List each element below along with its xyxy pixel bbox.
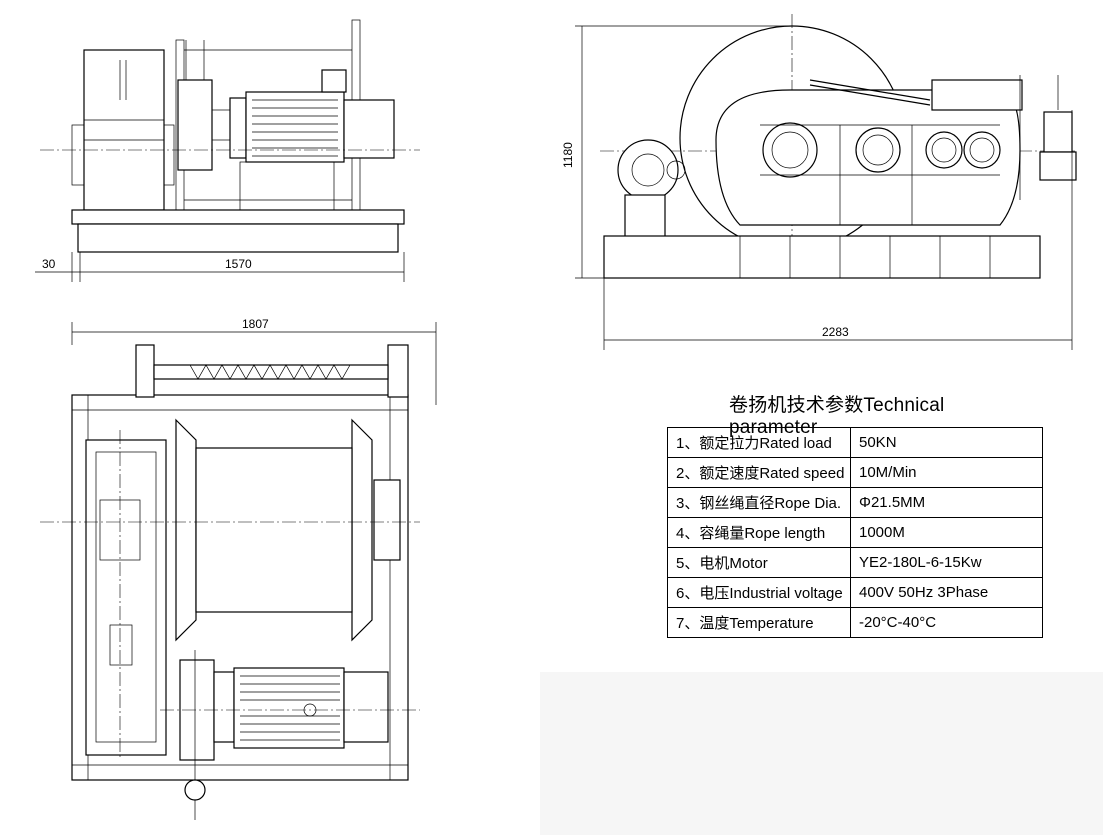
faded-background-area: [540, 672, 1103, 835]
param-label: 7、温度Temperature: [667, 607, 851, 638]
dim-front-length: 2283: [822, 325, 849, 339]
side-view: [35, 19, 420, 282]
side-brake: [177, 79, 213, 171]
side-motor: [245, 91, 345, 163]
front-brake-weight: [1043, 111, 1073, 153]
param-label: 4、容绳量Rope length: [667, 517, 851, 548]
param-value: Φ21.5MM: [850, 487, 1043, 518]
dim-side-width: 1570: [225, 257, 252, 271]
plan-view: [40, 322, 437, 820]
table-row: 7、温度Temperature -20°C-40°C: [667, 607, 1043, 638]
param-value: 50KN: [850, 427, 1043, 458]
side-motor-flange: [229, 97, 247, 159]
plan-rope-guide: [153, 364, 389, 380]
table-row: 2、额定速度Rated speed 10M/Min: [667, 457, 1043, 488]
param-value: 1000M: [850, 517, 1043, 548]
param-label: 5、电机Motor: [667, 547, 851, 578]
table-row: 5、电机Motor YE2-180L-6-15Kw: [667, 547, 1043, 578]
dim-height: 1180: [561, 142, 575, 168]
param-value: YE2-180L-6-15Kw: [850, 547, 1043, 578]
param-value: 400V 50Hz 3Phase: [850, 577, 1043, 608]
param-value: -20°C-40°C: [850, 607, 1043, 638]
front-motor: [617, 139, 679, 201]
plan-drum: [195, 447, 353, 613]
dim-offset: 30: [42, 257, 56, 271]
param-value: 10M/Min: [850, 457, 1043, 488]
param-label: 6、电压Industrial voltage: [667, 577, 851, 608]
front-view: [575, 14, 1077, 350]
param-label: 1、额定拉力Rated load: [667, 427, 851, 458]
param-label: 3、钢丝绳直径Rope Dia.: [667, 487, 851, 518]
param-label: 2、额定速度Rated speed: [667, 457, 851, 488]
params-table: 1、额定拉力Rated load 50KN 2、额定速度Rated speed …: [667, 427, 1043, 638]
front-base: [603, 235, 1041, 279]
table-row: 6、电压Industrial voltage 400V 50Hz 3Phase: [667, 577, 1043, 608]
table-row: 4、容绳量Rope length 1000M: [667, 517, 1043, 548]
side-base: [77, 223, 399, 253]
plan-gearbox: [85, 439, 167, 756]
table-row: 1、额定拉力Rated load 50KN: [667, 427, 1043, 458]
side-base-top: [71, 209, 405, 225]
plan-motor: [233, 667, 345, 749]
dim-plan-length: 1807: [242, 317, 269, 331]
table-row: 3、钢丝绳直径Rope Dia. Φ21.5MM: [667, 487, 1043, 518]
side-gearbox: [83, 49, 165, 211]
